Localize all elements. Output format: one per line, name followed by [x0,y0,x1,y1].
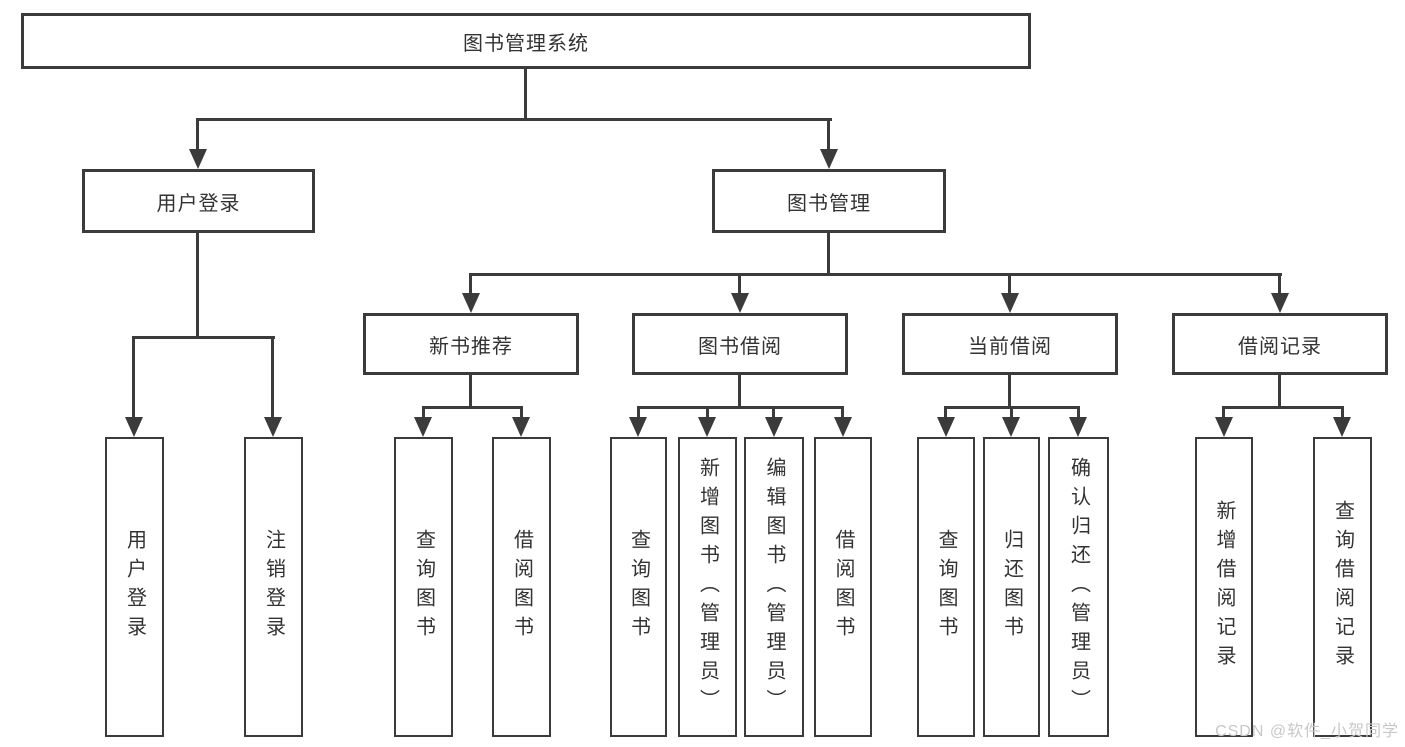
node-leaf-borrow-book-1: 借阅图书 [492,437,551,737]
connector-line [827,118,830,149]
connector-line [944,406,947,417]
connector-line [196,118,832,121]
arrow-down-icon [462,293,480,313]
connector-line [469,375,472,406]
node-new-book-recommend: 新书推荐 [363,313,579,375]
arrow-down-icon [1001,293,1019,313]
node-leaf-query-borrow-record: 查询借阅记录 [1313,437,1372,737]
arrow-down-icon [1002,417,1020,437]
node-leaf-edit-book-admin: 编辑图书（管理员） [744,437,804,737]
connector-line [196,233,199,336]
connector-line [132,336,275,339]
arrow-down-icon [834,417,852,437]
connector-line [1008,375,1011,406]
node-label: 确认归还（管理员） [1067,456,1090,718]
node-label: 借阅图书 [510,529,533,645]
arrow-down-icon [629,417,647,437]
node-label: 查询图书 [412,529,435,645]
connector-line [738,273,741,293]
connector-line [1341,406,1344,417]
node-label: 注销登录 [262,529,285,645]
node-leaf-add-book-admin: 新增图书（管理员） [678,437,737,737]
node-label: 编辑图书（管理员） [763,456,785,718]
node-label: 图书管理系统 [463,32,589,55]
connector-line [637,406,844,409]
arrow-down-icon [1069,417,1087,437]
node-book-borrow: 图书借阅 [632,313,848,375]
connector-line [524,69,527,118]
connector-line [706,406,709,417]
connector-line [841,406,844,417]
node-leaf-borrow-book-2: 借阅图书 [814,437,872,737]
node-borrow-record: 借阅记录 [1172,313,1388,375]
node-root-library-management-system: 图书管理系统 [21,13,1031,69]
connector-line [772,406,775,417]
node-leaf-query-book-2: 查询图书 [610,437,667,737]
node-label: 新增图书（管理员） [696,456,719,718]
arrow-down-icon [1215,417,1233,437]
node-leaf-add-borrow-record: 新增借阅记录 [1195,437,1253,737]
arrow-down-icon [731,293,749,313]
node-label: 用户登录 [123,529,146,645]
connector-line [469,273,472,293]
arrow-down-icon [512,417,530,437]
node-leaf-query-book-1: 查询图书 [394,437,453,737]
connector-line [637,406,640,417]
arrow-down-icon [189,149,207,169]
connector-line [1278,273,1281,293]
connector-line [738,375,741,406]
connector-line [422,406,425,417]
node-label: 查询借阅记录 [1331,500,1354,674]
arrow-down-icon [1333,417,1351,437]
node-label: 借阅图书 [832,529,854,645]
connector-line [1008,273,1011,293]
connector-line [1077,406,1080,417]
node-label: 图书管理 [787,192,871,215]
connector-line [422,406,523,409]
arrow-down-icon [125,417,143,437]
connector-line [520,406,523,417]
node-leaf-return-book: 归还图书 [983,437,1040,737]
node-label: 新增借阅记录 [1213,500,1235,674]
node-label: 当前借阅 [968,335,1052,358]
node-current-borrow: 当前借阅 [902,313,1118,375]
arrow-down-icon [414,417,432,437]
arrow-down-icon [937,417,955,437]
node-leaf-confirm-return-admin: 确认归还（管理员） [1048,437,1109,737]
connector-line [827,233,830,273]
node-leaf-query-book-3: 查询图书 [917,437,975,737]
csdn-watermark: CSDN @软件_小贺同学 [1215,723,1399,740]
arrow-down-icon [698,417,716,437]
node-user-login: 用户登录 [82,169,315,233]
arrow-down-icon [765,417,783,437]
node-label: 图书借阅 [698,335,782,358]
node-book-management: 图书管理 [712,169,946,233]
node-leaf-user-login: 用户登录 [105,437,164,737]
arrow-down-icon [820,149,838,169]
arrow-down-icon [264,417,282,437]
connector-line [132,336,135,417]
node-label: 查询图书 [627,529,650,645]
connector-line [469,273,1282,276]
connector-line [1278,375,1281,406]
node-label: 新书推荐 [429,335,513,358]
node-label: 用户登录 [156,192,241,215]
connector-line [1010,406,1013,417]
connector-line [1222,406,1344,409]
node-label: 查询图书 [935,529,957,645]
arrow-down-icon [1271,293,1289,313]
node-label: 归还图书 [1000,529,1023,645]
connector-line [271,336,274,417]
connector-line [196,118,199,149]
node-leaf-logout: 注销登录 [244,437,303,737]
node-label: 借阅记录 [1238,335,1322,358]
connector-line [1222,406,1225,417]
